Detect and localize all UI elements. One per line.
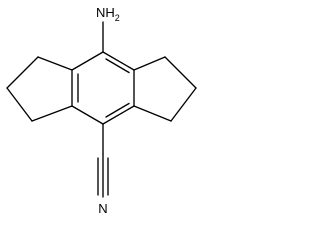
molecule-structure: NH2 N — [6, 5, 197, 216]
bond-right-ring-1 — [133, 56, 166, 71]
bond-c3-c4 — [102, 105, 135, 125]
bond-right-ring-4 — [133, 105, 172, 122]
bond-c6-c1 — [71, 51, 104, 71]
amine-symbol: NH — [96, 5, 115, 20]
left-cyclopentane-ring — [6, 56, 73, 122]
right-cyclopentane-ring — [133, 56, 197, 122]
double-bond-inner-c3-c4 — [105, 102, 130, 118]
benzene-ring — [71, 51, 135, 125]
double-bond-inner-c1-c2 — [105, 58, 130, 74]
bond-c1-c2 — [102, 51, 135, 71]
bond-right-ring-3 — [170, 87, 197, 122]
amine-subscript: 2 — [115, 13, 120, 23]
amino-substituent: NH2 — [96, 5, 120, 53]
nitrile-nitrogen-label: N — [98, 201, 107, 216]
bond-right-ring-2 — [164, 56, 197, 89]
bond-left-ring-4 — [31, 105, 73, 122]
bond-left-ring-2 — [6, 56, 39, 89]
bond-left-ring-3 — [6, 87, 33, 122]
bond-c4-c5 — [71, 105, 104, 125]
bond-left-ring-1 — [37, 56, 73, 71]
nitrile-substituent: N — [97, 123, 109, 216]
amine-label: NH2 — [96, 5, 120, 23]
